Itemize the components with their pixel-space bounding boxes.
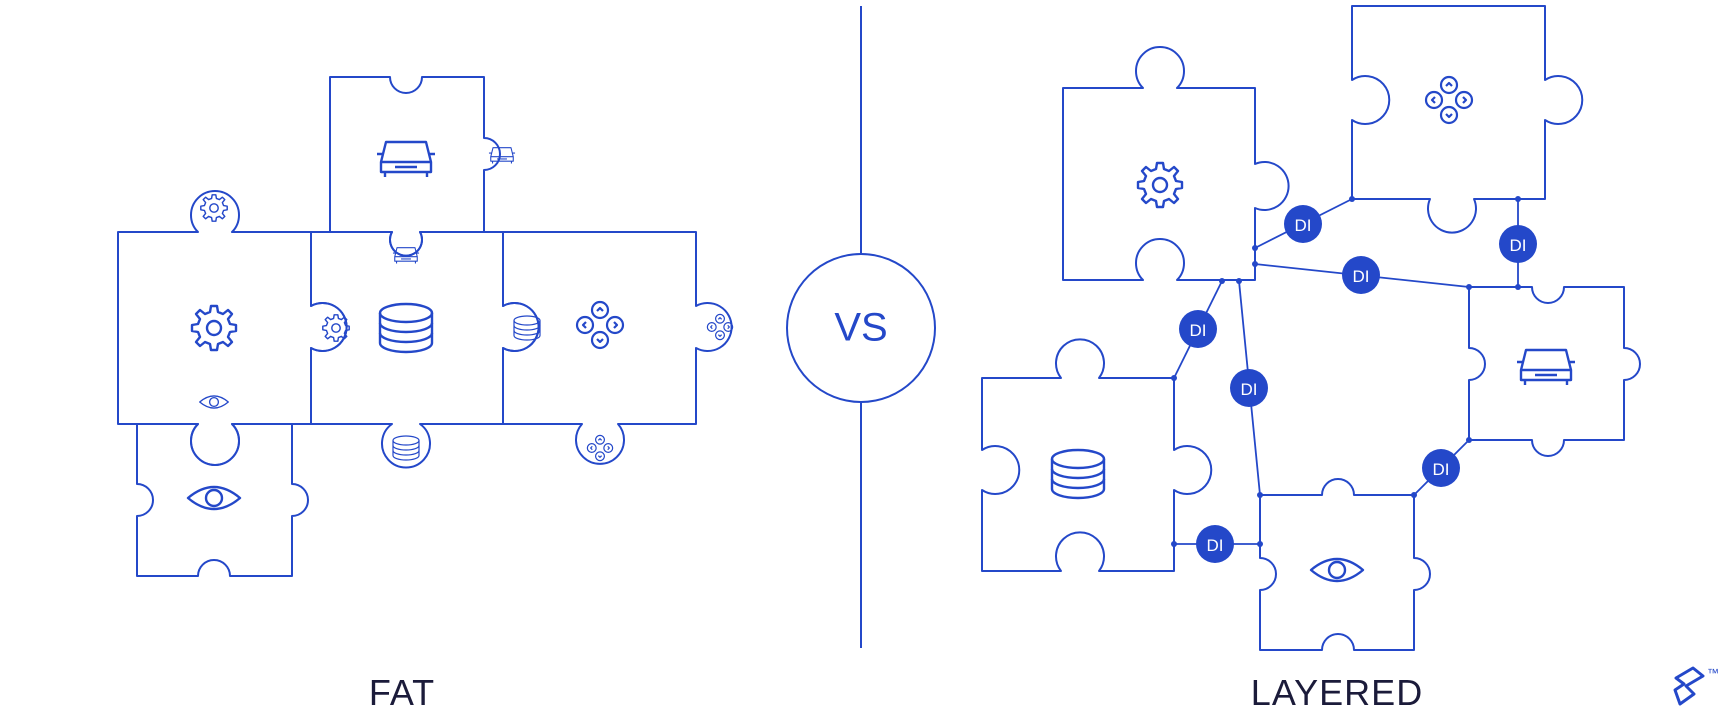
di-badge: DI [1179,310,1217,348]
eye-icon [1309,557,1365,583]
layered-piece-eye [1259,478,1431,651]
svg-text:DI: DI [1295,216,1312,235]
layered-piece-car [1468,286,1641,457]
svg-text:DI: DI [1510,236,1527,255]
gamepad-icon [586,434,614,462]
gear-icon [200,194,228,222]
di-badge: DI [1499,225,1537,263]
gamepad-icon [575,300,625,350]
vs-circle [786,253,936,403]
fat-label: FAT [368,672,436,713]
di-badges: DI DI DI DI DI DI DI [1179,205,1537,563]
eye-icon [186,485,242,511]
di-connection-lines [1173,198,1519,545]
vs-label: VS [834,305,888,350]
di-badge: DI [1230,369,1268,407]
di-badge: DI [1284,205,1322,243]
di-badge: DI [1196,525,1234,563]
svg-text:DI: DI [1433,460,1450,479]
gamepad-icon [1424,75,1474,125]
database-icon [1050,448,1106,500]
trademark-symbol: ™ [1707,666,1719,680]
layered-piece-gear [1062,46,1290,281]
svg-text:DI: DI [1353,267,1370,286]
svg-text:DI: DI [1241,380,1258,399]
gear-icon [190,304,238,352]
car-icon [375,140,437,179]
svg-text:DI: DI [1190,321,1207,340]
layered-piece-gamepad [1351,5,1584,234]
car-icon [488,147,516,164]
layered-label: LAYERED [1250,672,1424,713]
car-icon [1515,348,1577,387]
eye-icon [199,395,229,409]
database-icon [392,435,420,461]
svg-text:DI: DI [1207,536,1224,555]
gear-icon [322,314,350,342]
di-badge: DI [1422,449,1460,487]
fat-piece-eye [136,423,309,577]
connection-dots [1171,196,1521,547]
database-icon [378,302,434,354]
fat-piece-gamepad [502,231,733,465]
toptal-logo [1673,666,1705,706]
gamepad-icon [706,313,734,341]
di-badge: DI [1342,256,1380,294]
gear-icon [1136,161,1184,209]
